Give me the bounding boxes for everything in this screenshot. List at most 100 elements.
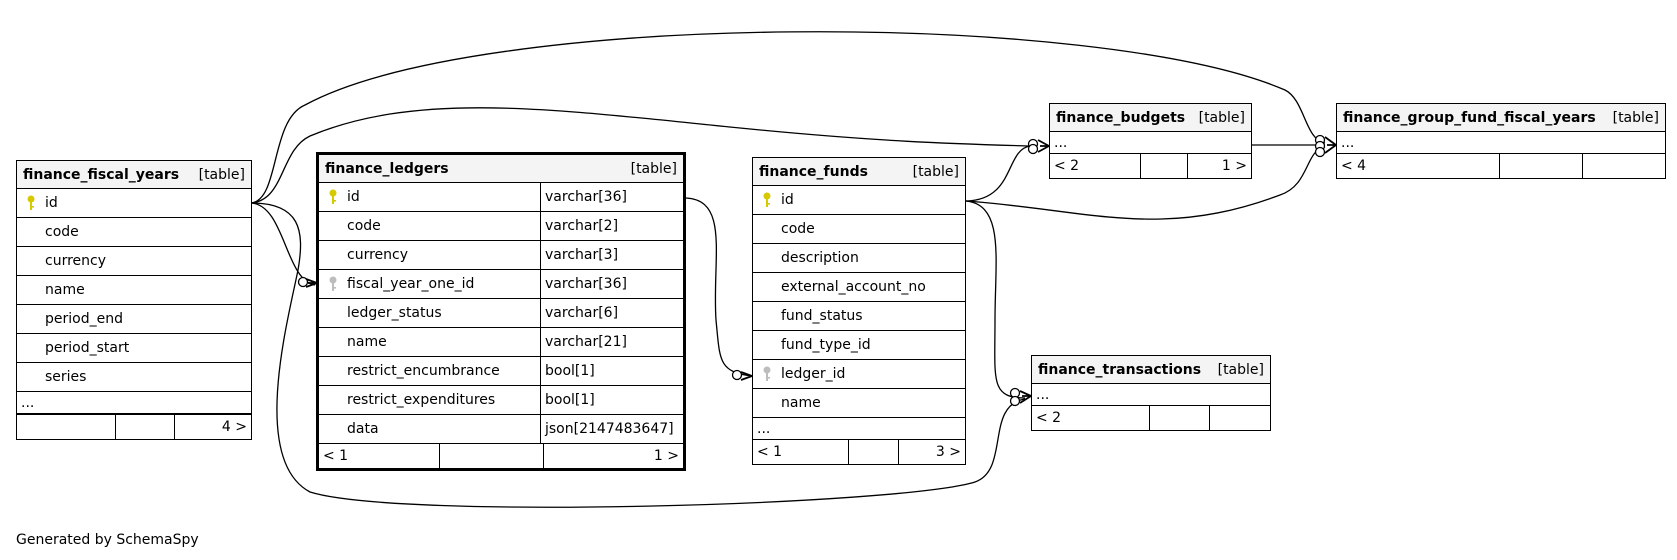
column-row[interactable]: name	[753, 389, 965, 418]
edge-funds-transactions	[965, 200, 1026, 399]
table-footer: < 2	[1032, 406, 1270, 430]
column-name: name	[781, 395, 821, 411]
column-row[interactable]: fund_type_id	[753, 331, 965, 360]
more-columns: ...	[1050, 132, 1251, 154]
column-name: ledger_status	[347, 305, 442, 321]
table-finance-transactions[interactable]: finance_transactions [table] ... < 2	[1031, 355, 1271, 431]
crowfoot	[1037, 139, 1050, 153]
table-header: finance_fiscal_years [table]	[17, 161, 251, 189]
footer-children: 4 >	[221, 419, 247, 435]
column-name: id	[781, 192, 794, 208]
edge-fiscal-years-ledgers	[250, 202, 316, 286]
column-type: varchar[2]	[545, 218, 619, 234]
column-row[interactable]: restrict_expenditures bool[1]	[319, 386, 683, 415]
column-row[interactable]: code	[17, 218, 251, 247]
column-name: id	[347, 189, 360, 205]
column-name: code	[347, 218, 381, 234]
column-name: description	[781, 250, 859, 266]
table-finance-budgets[interactable]: finance_budgets [table] ... < 2 1 >	[1049, 103, 1252, 179]
edge-endpoint	[297, 276, 309, 288]
column-row[interactable]: fund_status	[753, 302, 965, 331]
table-type-label: [table]	[912, 163, 959, 180]
table-type-label: [table]	[630, 160, 677, 177]
column-row[interactable]: ledger_id	[753, 360, 965, 389]
footer-mid	[849, 440, 899, 464]
column-row[interactable]: code varchar[2]	[319, 212, 683, 241]
crowfoot	[1019, 390, 1032, 404]
footer-parents	[17, 415, 116, 439]
column-name: data	[347, 421, 379, 437]
table-footer: < 1 3 >	[753, 440, 965, 464]
column-row[interactable]: code	[753, 215, 965, 244]
more-columns: ...	[1032, 384, 1270, 406]
column-name: fund_status	[781, 308, 863, 324]
table-finance-fiscal-years[interactable]: finance_fiscal_years [table] id code curre…	[16, 160, 252, 440]
footer-mid	[1150, 406, 1210, 430]
more-columns: ...	[753, 418, 965, 440]
footer-children: 1 >	[1221, 158, 1247, 174]
column-name: period_start	[45, 340, 130, 356]
column-name: name	[45, 282, 85, 298]
column-name: series	[45, 369, 87, 385]
table-header: finance_group_fund_fiscal_years [table]	[1337, 104, 1665, 132]
column-row[interactable]: period_end	[17, 305, 251, 334]
table-finance-group-fund-fiscal-years[interactable]: finance_group_fund_fiscal_years [table] …	[1336, 103, 1666, 179]
column-row[interactable]: id	[753, 186, 965, 215]
crowfoot	[305, 278, 318, 288]
edge-endpoint	[1314, 146, 1326, 158]
table-name: finance_transactions	[1038, 361, 1202, 378]
table-footer: < 1 1 >	[319, 444, 683, 468]
column-type: bool[1]	[545, 392, 595, 408]
column-row[interactable]: series	[17, 363, 251, 392]
footer-children	[1583, 154, 1665, 178]
column-row[interactable]: period_start	[17, 334, 251, 363]
edge-endpoint	[1009, 395, 1021, 407]
footer-children: 3 >	[935, 444, 961, 460]
table-finance-funds[interactable]: finance_funds [table] id code description e…	[752, 157, 966, 465]
column-row[interactable]: currency	[17, 247, 251, 276]
edge-endpoint	[1027, 143, 1039, 155]
edge-fiscal-years-budgets	[250, 107, 1031, 204]
edge-ledgers-funds	[685, 197, 753, 377]
footer-children	[1210, 406, 1270, 430]
table-footer: < 2 1 >	[1050, 154, 1251, 178]
column-row[interactable]: name	[17, 276, 251, 305]
table-header: finance_budgets [table]	[1050, 104, 1251, 132]
column-name: name	[347, 334, 387, 350]
column-row[interactable]: external_account_no	[753, 273, 965, 302]
foreign-key-icon	[763, 366, 771, 381]
crowfoot	[1324, 136, 1337, 154]
more-columns: ...	[17, 392, 251, 414]
table-name: finance_ledgers	[325, 160, 449, 177]
crowfoot	[740, 371, 753, 381]
column-row[interactable]: id	[17, 189, 251, 218]
column-name: external_account_no	[781, 279, 926, 295]
column-name: currency	[45, 253, 106, 269]
footer-mid	[1141, 154, 1188, 178]
footer-children: 1 >	[653, 448, 679, 464]
table-type-label: [table]	[198, 166, 245, 183]
column-name: code	[45, 224, 79, 240]
table-name: finance_funds	[759, 163, 868, 180]
table-type-label: [table]	[1612, 109, 1659, 126]
column-name: restrict_expenditures	[347, 392, 496, 408]
footer-parents: < 4	[1337, 154, 1500, 178]
column-name: currency	[347, 247, 408, 263]
table-footer: 4 >	[17, 414, 251, 439]
column-name: code	[781, 221, 815, 237]
footer-mid	[440, 444, 544, 468]
column-row[interactable]: description	[753, 244, 965, 273]
edge-endpoint	[731, 369, 743, 381]
table-name: finance_fiscal_years	[23, 166, 180, 183]
foreign-key-icon	[329, 276, 337, 291]
table-name: finance_group_fund_fiscal_years	[1343, 109, 1596, 126]
column-name: fiscal_year_one_id	[347, 276, 475, 292]
